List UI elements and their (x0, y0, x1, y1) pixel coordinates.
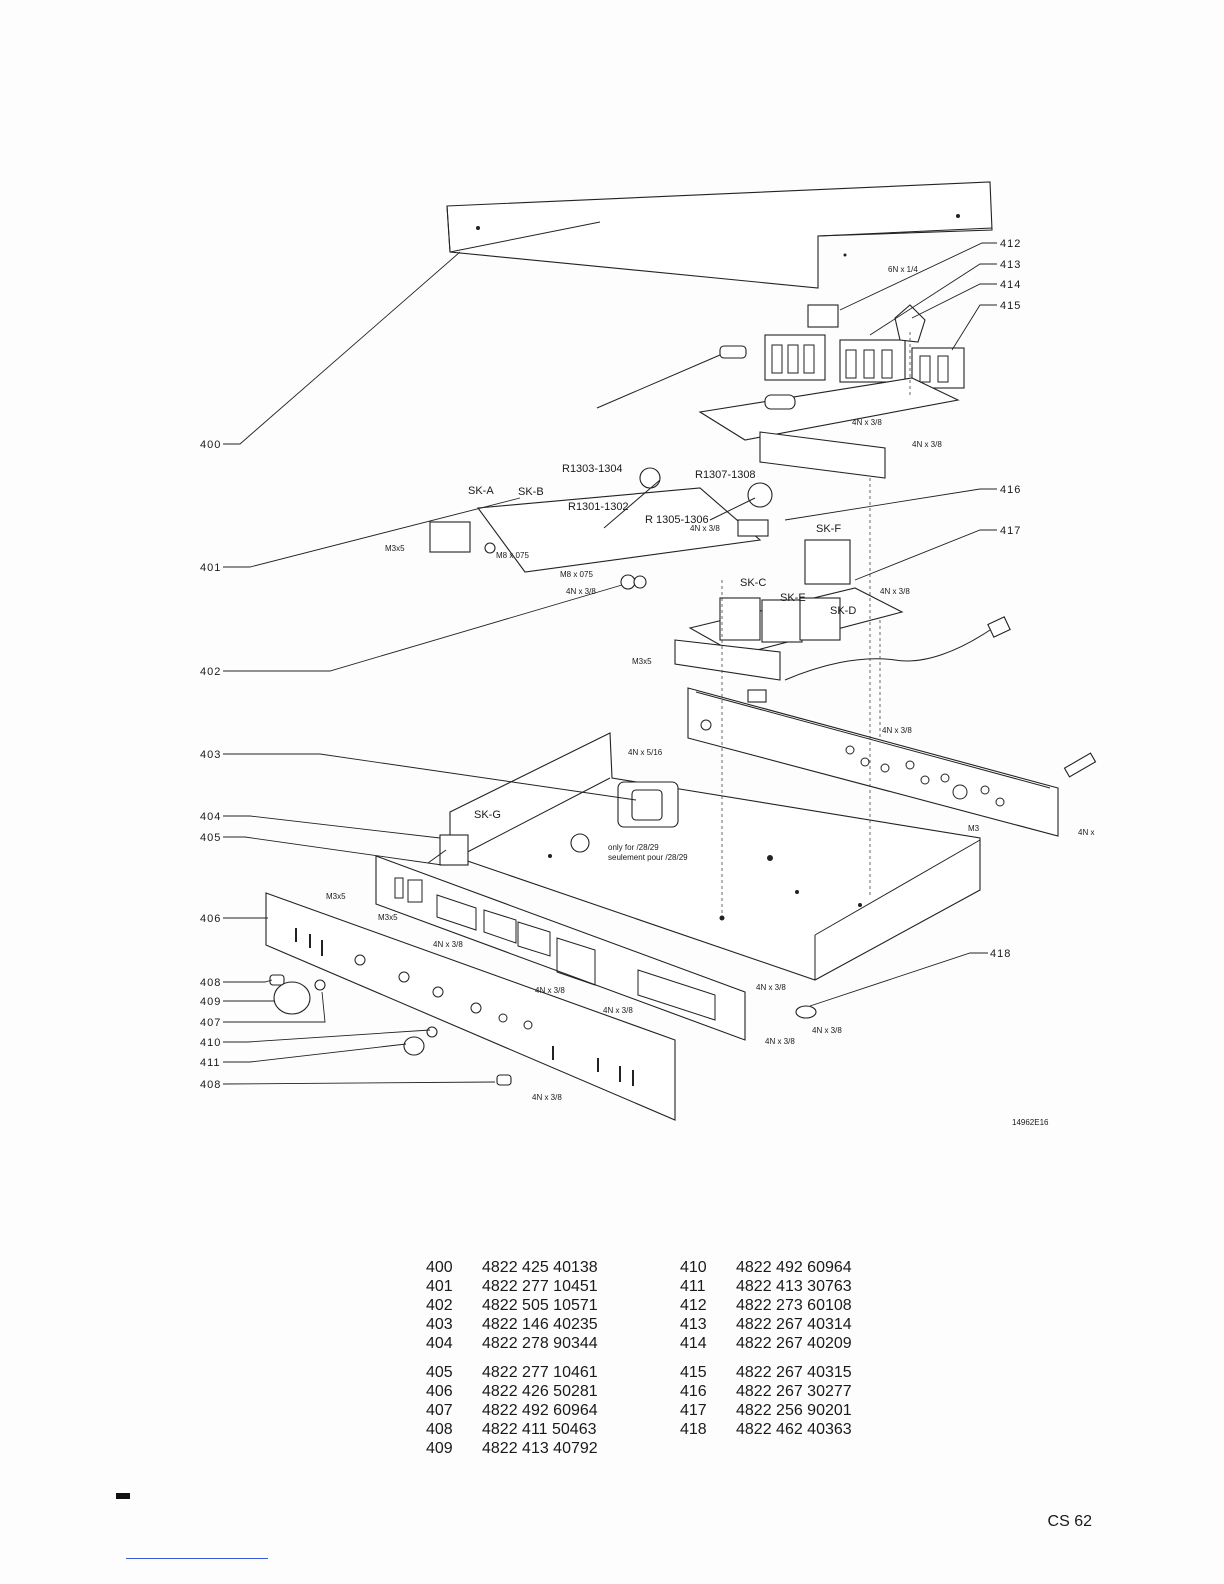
callout-415: 415 (1000, 300, 1021, 312)
screw-4n-5-16: 4N x 5/16 (628, 748, 663, 757)
knob-409 (269, 974, 326, 1015)
screw-m3: M3 (968, 824, 980, 833)
page-reference: CS 62 (1047, 1513, 1092, 1530)
callout-417: 417 (1000, 525, 1021, 537)
label-sk-c: SK-C (740, 577, 766, 589)
callout-409: 409 (200, 996, 221, 1008)
foot-418 (795, 1005, 817, 1019)
screw-4n-3-8-i: 4N x 3/8 (603, 1006, 633, 1015)
screw-m3x5-d: M3x5 (378, 913, 398, 922)
transformer-403 (617, 781, 679, 828)
note-only-for: only for /28/29 (608, 843, 659, 852)
label-r1303: R1303-1304 (562, 463, 623, 475)
cover-400 (446, 181, 993, 289)
callout-412: 412 (1000, 238, 1021, 250)
screw-m3x5-b: M3x5 (632, 657, 652, 666)
callout-401: 401 (200, 562, 221, 574)
screw-4n-3-8-b: 4N x 3/8 (912, 440, 942, 449)
rear-panel (687, 687, 1097, 837)
screw-4n-3-8-h: 4N x 3/8 (535, 986, 565, 995)
screw-m8x075-b: M8 x 075 (560, 570, 593, 579)
switch-404 (427, 834, 469, 866)
exploded-view-diagram: 400 401 402 403 404 405 406 408 409 407 … (200, 181, 1097, 1127)
callout-411: 411 (200, 1057, 221, 1069)
callout-406: 406 (200, 913, 221, 925)
screw-4n-3-8-a: 4N x 3/8 (852, 418, 882, 427)
assembly-guides (721, 330, 911, 915)
label-r1305: R 1305-1306 (645, 514, 709, 526)
screw-6n-1-4: 6N x 1/4 (888, 265, 918, 274)
label-r1301: R1301-1302 (568, 501, 629, 513)
callout-407: 407 (200, 1017, 221, 1029)
bottom-rule (126, 1558, 268, 1559)
leader-lines (222, 242, 997, 1085)
pot-board-401 (429, 467, 773, 590)
callout-416: 416 (1000, 484, 1021, 496)
label-sk-d: SK-D (830, 605, 856, 617)
callout-400: 400 (200, 439, 221, 451)
page-mark (116, 1493, 130, 1499)
screw-4n-3-8-e: 4N x 3/8 (880, 587, 910, 596)
callout-408b: 408 (200, 1079, 221, 1091)
screw-4n-3-8-d: 4N x 3/8 (566, 587, 596, 596)
callout-404: 404 (200, 811, 221, 823)
socket-board (674, 539, 1011, 681)
callout-405: 405 (200, 832, 221, 844)
callout-403: 403 (200, 749, 221, 761)
note-seulement: seulement pour /28/29 (608, 853, 688, 862)
callout-418: 418 (990, 948, 1011, 960)
label-sk-g: SK-G (474, 809, 501, 821)
label-sk-f: SK-F (816, 523, 841, 535)
callout-413: 413 (1000, 259, 1021, 271)
label-sk-b: SK-B (518, 486, 544, 498)
drawing-number: 14962E16 (1012, 1118, 1049, 1127)
screw-4n-3-8-l: 4N x 3/8 (765, 1037, 795, 1046)
callout-402: 402 (200, 666, 221, 678)
screw-4n-3-8-g: 4N x 3/8 (433, 940, 463, 949)
callout-408a: 408 (200, 977, 221, 989)
screw-m3x5-c: M3x5 (326, 892, 346, 901)
switch-assembly (596, 304, 965, 479)
front-panel-406 (265, 892, 676, 1121)
label-r1307: R1307-1308 (695, 469, 756, 481)
screw-m3x5-a: M3x5 (385, 544, 405, 553)
inner-front-panel (375, 855, 746, 1041)
callout-410: 410 (200, 1037, 221, 1049)
knob-411 (403, 1026, 512, 1086)
screw-4n-3-8-j: 4N x 3/8 (756, 983, 786, 992)
screw-4nx: 4N x (1078, 828, 1094, 837)
chassis-frame (449, 732, 981, 981)
screw-4n-3-8-c: 4N x 3/8 (690, 524, 720, 533)
screw-4n-3-8-k: 4N x 3/8 (812, 1026, 842, 1035)
label-sk-e: SK-E (780, 592, 806, 604)
label-sk-a: SK-A (468, 485, 494, 497)
screw-4n-3-8-m: 4N x 3/8 (532, 1093, 562, 1102)
screw-m8x075-a: M8 x 075 (496, 551, 529, 560)
screw-4n-3-8-f: 4N x 3/8 (882, 726, 912, 735)
callout-414: 414 (1000, 279, 1021, 291)
